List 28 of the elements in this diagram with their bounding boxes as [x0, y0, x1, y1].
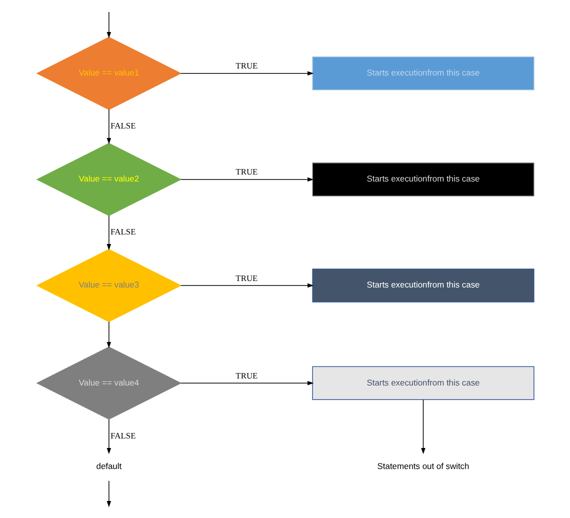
arrow	[106, 12, 111, 38]
edge-label: TRUE	[235, 272, 258, 283]
node-text: default	[96, 461, 122, 472]
arrow	[106, 480, 111, 508]
arrow	[106, 109, 111, 144]
arrow	[106, 419, 111, 454]
edge-label: TRUE	[235, 60, 258, 71]
node-box: Starts executionfrom this case	[312, 162, 534, 196]
node-box: Starts executionfrom this case	[312, 268, 534, 302]
arrow	[180, 380, 314, 386]
node-diamond: Value == value1	[36, 36, 182, 110]
node-diamond: Value == value3	[36, 248, 182, 322]
node-text: Statements out of switch	[376, 461, 469, 472]
node-diamond: Value == value2	[36, 142, 182, 216]
node-diamond: Value == value4	[36, 346, 182, 420]
arrow	[106, 321, 111, 348]
edge-label: TRUE	[235, 166, 258, 177]
arrow	[180, 177, 314, 182]
arrow	[180, 71, 314, 76]
edge-label: FALSE	[110, 430, 136, 440]
arrow	[420, 399, 425, 454]
edge-label: TRUE	[235, 370, 258, 380]
node-box: Starts executionfrom this case	[312, 366, 534, 400]
arrow	[106, 215, 111, 250]
edge-label: FALSE	[110, 226, 136, 237]
arrow	[180, 283, 314, 288]
edge-label: FALSE	[110, 120, 136, 131]
node-box: Starts executionfrom this case	[312, 56, 534, 90]
